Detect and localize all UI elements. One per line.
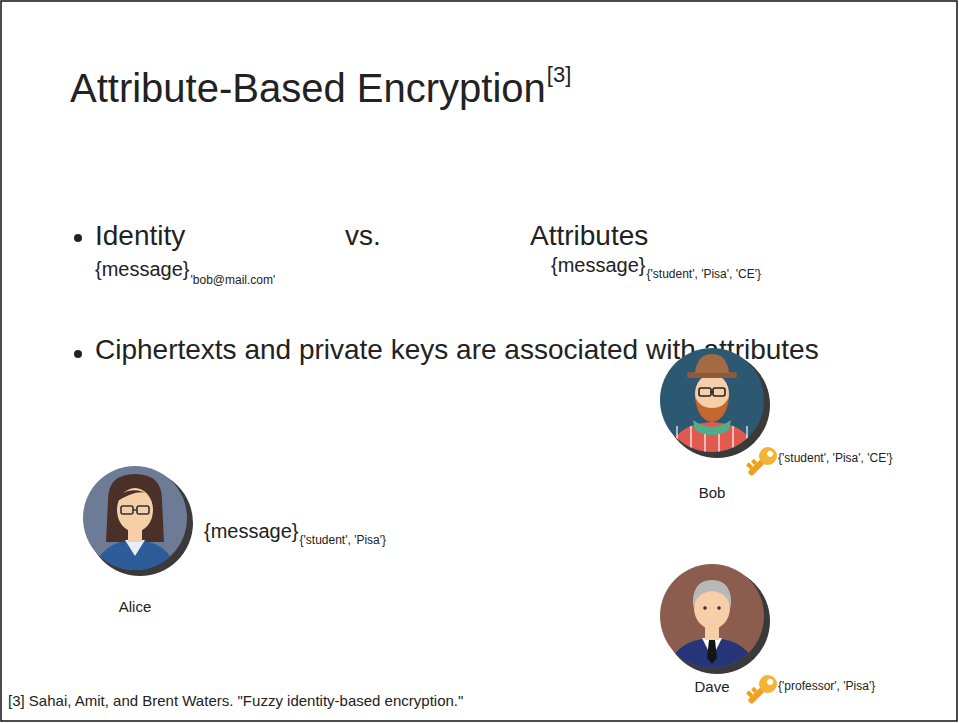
key-attributes: {'student', 'Pisa', 'CE'} bbox=[778, 452, 892, 466]
ciphertext-subscript: 'bob@mail.com' bbox=[191, 274, 276, 288]
ciphertext-text: {message} bbox=[204, 520, 299, 543]
person-avatar: Dave bbox=[647, 558, 777, 695]
bullet-text: Ciphertexts and private keys are associa… bbox=[95, 334, 885, 366]
reference-note: [3] Sahai, Amit, and Brent Waters. "Fuzz… bbox=[8, 692, 463, 709]
person-name: Dave bbox=[694, 678, 729, 695]
person-name: Bob bbox=[699, 484, 726, 501]
key-icon bbox=[743, 671, 780, 708]
bullet-dot bbox=[74, 234, 82, 242]
avatar-picture bbox=[647, 558, 777, 678]
ciphertext-text: {message} bbox=[551, 254, 646, 277]
person-name: Alice bbox=[119, 598, 152, 615]
bullet-dot bbox=[74, 350, 82, 358]
bullet-text: Attributes bbox=[530, 220, 648, 252]
ciphertext-subscript: {'student', 'Pisa'} bbox=[300, 534, 387, 548]
avatar-picture bbox=[70, 460, 200, 580]
person-avatar: Alice bbox=[70, 460, 200, 615]
ciphertext-subscript: {'student', 'Pisa', 'CE'} bbox=[647, 268, 761, 282]
bullet-text: Identity bbox=[95, 220, 185, 252]
key-attributes: {'professor', 'Pisa'} bbox=[778, 680, 875, 694]
avatar-picture bbox=[647, 342, 777, 462]
ciphertext-text: {message} bbox=[95, 258, 190, 281]
citation-mark: [3] bbox=[547, 62, 571, 87]
key-icon bbox=[743, 443, 780, 480]
slide-title: Attribute-Based Encryption bbox=[70, 66, 546, 111]
person-avatar: Bob bbox=[647, 342, 777, 501]
bullet-text: vs. bbox=[345, 220, 381, 252]
